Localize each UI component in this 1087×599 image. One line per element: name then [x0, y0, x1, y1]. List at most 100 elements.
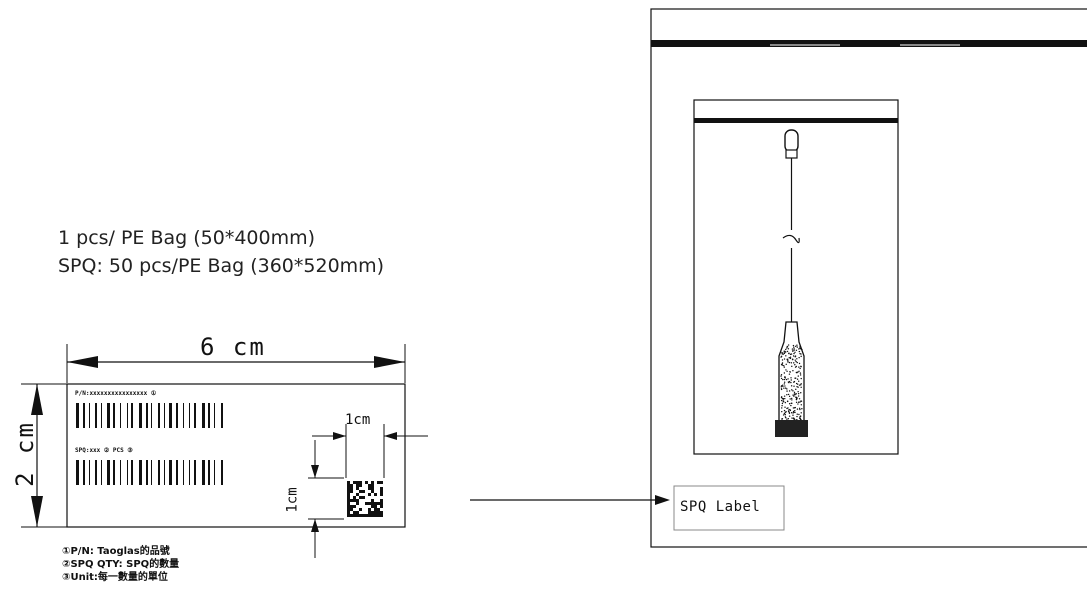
stipple-dot: [782, 399, 784, 401]
stipple-dot: [788, 411, 790, 413]
datamatrix-cell: [356, 487, 359, 490]
stipple-dot: [787, 361, 789, 363]
datamatrix-cell: [365, 481, 368, 484]
barcode-bar: [127, 403, 128, 428]
stipple-dot: [797, 395, 800, 397]
stipple-dot: [798, 356, 800, 359]
stipple-dot: [798, 366, 800, 368]
stipple-dot: [792, 414, 794, 416]
barcode-bar: [127, 460, 128, 485]
stipple-dot: [786, 407, 788, 410]
datamatrix-cell: [368, 508, 371, 511]
barcode-bar: [139, 403, 142, 428]
spq-bag-seal-bar: [651, 40, 1087, 47]
stipple-dot: [796, 346, 798, 348]
barcode-bar: [208, 403, 210, 428]
stipple-dot: [798, 350, 801, 353]
stipple-dot: [790, 381, 792, 384]
datamatrix-cell: [374, 502, 377, 505]
stipple-dot: [786, 418, 788, 420]
stipple-dot: [787, 344, 790, 346]
stipple-dot: [792, 394, 794, 396]
barcode-bar: [107, 403, 110, 428]
datamatrix-cell: [359, 514, 362, 517]
packing-line-2: SPQ: 50 pcs/PE Bag (360*520mm): [58, 255, 385, 277]
stipple-dot: [786, 347, 788, 349]
stipple-dot: [793, 346, 795, 348]
stipple-dot: [795, 396, 798, 399]
datamatrix-cell: [347, 511, 350, 514]
datamatrix-code: [347, 481, 383, 517]
stipple-dot: [784, 350, 786, 353]
spq-label-box: [673, 485, 785, 531]
stipple-dot: [793, 352, 795, 355]
stipple-dot: [795, 382, 798, 385]
stipple-dot: [796, 385, 798, 388]
datamatrix-cell: [362, 490, 365, 493]
barcode-spq: [76, 460, 223, 485]
stipple-dot: [783, 412, 786, 415]
stipple-dot: [800, 386, 802, 389]
barcode-bar: [189, 403, 190, 428]
barcode-bar: [158, 460, 160, 485]
qr-width-arrow-left: [333, 432, 346, 440]
stipple-dot: [796, 413, 798, 415]
stipple-dot: [780, 373, 783, 376]
stipple-dot: [789, 357, 792, 360]
datamatrix-cell: [347, 490, 350, 493]
stipple-dot: [799, 415, 801, 418]
datamatrix-cell: [353, 481, 356, 484]
barcode-bar: [183, 403, 184, 428]
stipple-dot: [800, 412, 802, 414]
datamatrix-cell: [350, 484, 353, 487]
datamatrix-cell: [365, 502, 368, 505]
stipple-dot: [788, 403, 791, 405]
datamatrix-cell: [365, 514, 368, 517]
barcode-bar: [169, 403, 172, 428]
datamatrix-cell: [377, 481, 380, 484]
barcode-bar: [183, 460, 184, 485]
datamatrix-cell: [380, 511, 383, 514]
datamatrix-cell: [368, 514, 371, 517]
pe-bag-seal-bar: [694, 118, 898, 123]
stipple-dot: [791, 365, 793, 368]
stipple-dot: [797, 383, 799, 385]
stipple-dot: [785, 378, 788, 381]
stipple-dot: [780, 363, 783, 366]
datamatrix-cell: [347, 508, 350, 511]
datamatrix-cell: [374, 508, 377, 511]
stipple-dot: [796, 361, 798, 364]
datamatrix-cell: [350, 508, 353, 511]
stipple-dot: [786, 390, 788, 392]
barcode-bar: [139, 460, 142, 485]
stipple-dot: [787, 381, 790, 383]
barcode-bar: [202, 460, 205, 485]
stipple-dot: [781, 397, 784, 400]
stipple-dot: [784, 414, 787, 416]
stipple-dot: [797, 391, 799, 393]
stipple-dot: [780, 385, 783, 387]
datamatrix-cell: [353, 499, 356, 502]
stipple-dot: [785, 363, 787, 366]
stipple-dot: [785, 355, 787, 357]
stipple-dot: [788, 361, 791, 364]
width-arrow-left: [67, 356, 98, 368]
stipple-dot: [783, 372, 786, 374]
datamatrix-cell: [359, 496, 362, 499]
barcode-bar: [169, 460, 172, 485]
datamatrix-cell: [374, 493, 377, 496]
stipple-dot: [793, 391, 796, 394]
datamatrix-cell: [356, 514, 359, 517]
barcode-bar: [83, 460, 85, 485]
datamatrix-cell: [380, 514, 383, 517]
datamatrix-cell: [380, 493, 383, 496]
stipple-dot: [791, 417, 793, 419]
datamatrix-cell: [374, 511, 377, 514]
datamatrix-cell: [356, 484, 359, 487]
datamatrix-cell: [359, 490, 362, 493]
stipple-dot: [786, 350, 789, 353]
stipple-dot: [788, 395, 791, 398]
barcode-bar: [120, 460, 121, 485]
datamatrix-cell: [359, 484, 362, 487]
barcode-bar: [158, 403, 160, 428]
